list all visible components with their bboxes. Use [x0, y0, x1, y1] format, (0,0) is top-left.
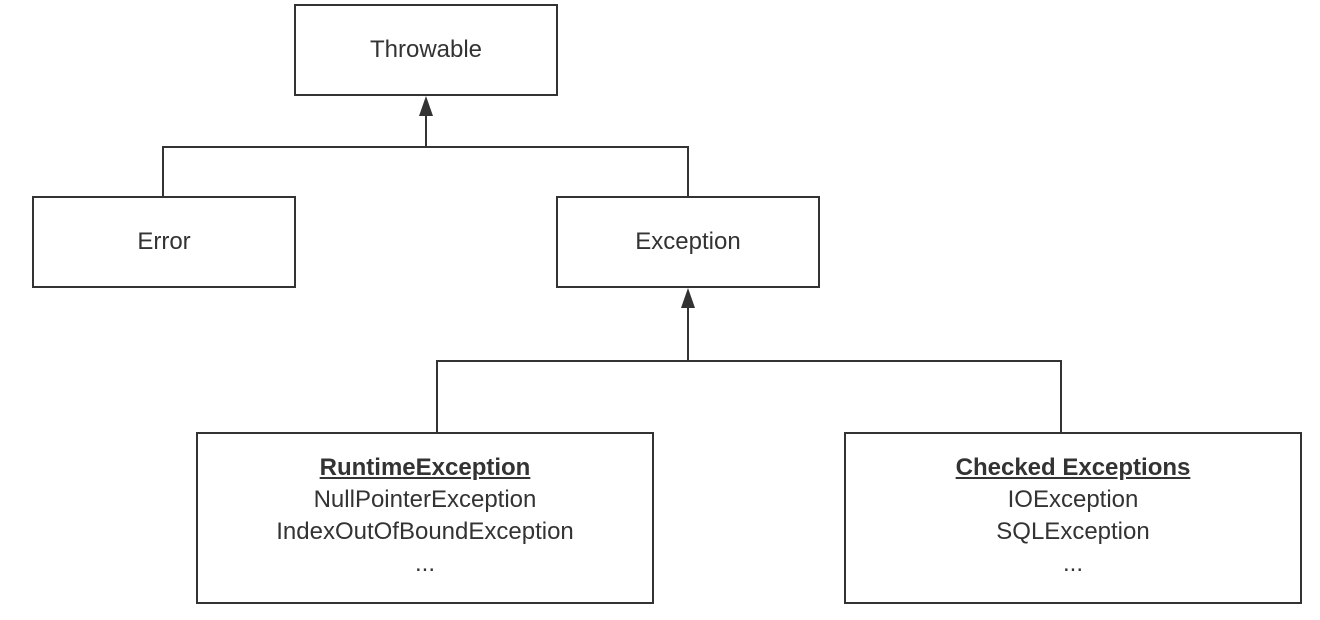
node-checked-item: SQLException — [996, 518, 1150, 545]
connector-runtime-to-exception — [436, 304, 689, 432]
node-checked-item: ... — [1062, 550, 1083, 577]
connector-error-to-throwable — [162, 112, 427, 196]
node-exception-label: Exception — [635, 228, 741, 255]
node-checked-item: IOException — [1007, 486, 1139, 513]
node-runtime-exception: RuntimeException NullPointerException In… — [196, 432, 654, 604]
arrowhead-exception — [681, 288, 695, 308]
node-checked-exceptions: Checked Exceptions IOException SQLExcept… — [844, 432, 1302, 604]
node-runtime-item: IndexOutOfBoundException — [276, 518, 574, 545]
node-runtime-item: NullPointerException — [313, 486, 537, 513]
node-runtime-item: ... — [414, 550, 435, 577]
node-runtime-exception-title: RuntimeException — [319, 454, 531, 481]
node-exception: Exception — [556, 196, 820, 288]
node-error: Error — [32, 196, 296, 288]
connector-checked-to-exception — [688, 360, 1062, 432]
node-throwable-label: Throwable — [369, 36, 483, 63]
node-error-label: Error — [137, 228, 191, 255]
node-throwable: Throwable — [294, 4, 558, 96]
node-checked-exceptions-title: Checked Exceptions — [955, 454, 1191, 481]
connector-exception-to-throwable — [426, 146, 689, 196]
arrowhead-throwable — [419, 96, 433, 116]
